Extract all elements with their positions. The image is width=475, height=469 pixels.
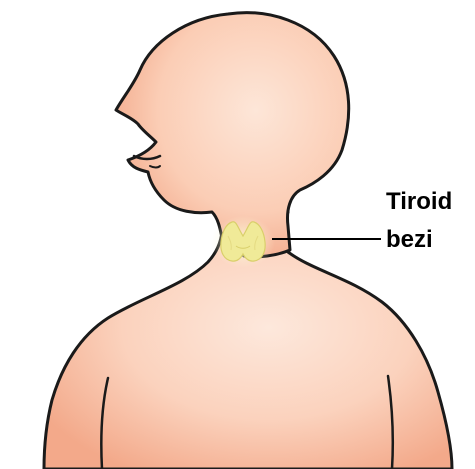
gland-label-line1: Tiroid [386, 188, 452, 215]
gland-label-line2: bezi [386, 226, 433, 253]
